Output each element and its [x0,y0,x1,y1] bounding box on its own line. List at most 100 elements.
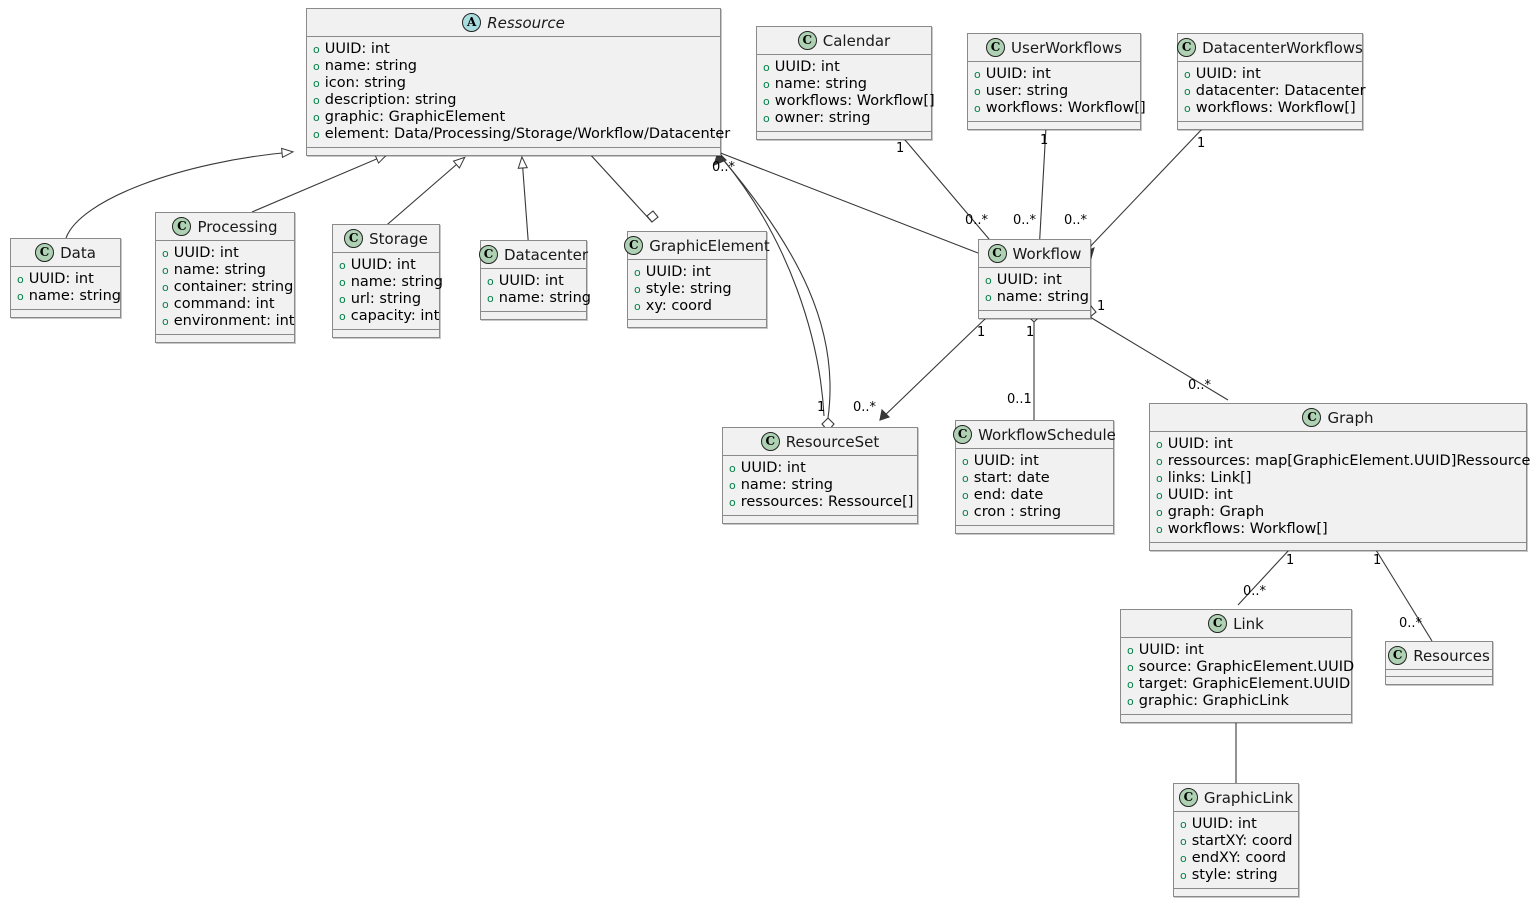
multiplicity-label-calendar: 1 [896,141,905,156]
multiplicity-label-ressource-right: 0..* [712,160,736,175]
visibility-public-icon: o [17,290,24,303]
abstract-class-icon: A [462,13,482,32]
visibility-public-icon: o [1156,438,1163,451]
visibility-public-icon: o [339,293,346,306]
visibility-public-icon: o [729,462,736,475]
class-icon: C [1177,38,1197,57]
multiplicity-label-workflow-bottom-mid: 1 [1026,325,1035,340]
visibility-public-icon: o [974,102,981,115]
class-name-ressource: Ressource [487,13,565,32]
class-box-resources[interactable]: C Resources [1385,641,1493,685]
class-header-datacenterworkflows: C DatacenterWorkflows [1177,34,1363,62]
visibility-public-icon: o [985,291,992,304]
class-name-workflow: Workflow [1012,244,1082,263]
visibility-public-icon: o [1180,852,1187,865]
multiplicity-label-workflow-bottom-left: 1 [977,325,986,340]
class-header-datacenter: C Datacenter [478,241,589,269]
class-icon: C [478,245,498,264]
class-header-graphicelement: C GraphicElement [624,232,770,260]
visibility-public-icon: o [487,275,494,288]
class-methods-processing [156,335,294,342]
visibility-public-icon: o [313,60,320,73]
visibility-public-icon: o [1180,869,1187,882]
multiplicity-label-resources-many: 0..* [1399,616,1423,631]
class-methods-workflow [979,311,1090,318]
visibility-public-icon: o [1156,489,1163,502]
visibility-public-icon: o [162,264,169,277]
class-name-datacenterworkflows: DatacenterWorkflows [1202,38,1363,57]
multiplicity-label-workflow-top-right: 0..* [1064,213,1088,228]
diamond-ressource-graphicelement [646,210,659,223]
visibility-public-icon: o [1184,102,1191,115]
multiplicity-label-datacenterworkflows: 1 [1197,136,1206,151]
class-methods-data [11,310,120,317]
multiplicity-label-link-many: 0..* [1243,584,1267,599]
multiplicity-label-workflow-top-mid: 0..* [1013,213,1037,228]
visibility-public-icon: o [313,128,320,141]
class-header-processing: C Processing [156,213,294,241]
class-methods-ressource [307,148,720,155]
visibility-public-icon: o [974,85,981,98]
edge-datacenterworkflows-workflow [1084,127,1204,253]
class-header-calendar: C Calendar [757,27,931,55]
visibility-public-icon: o [162,315,169,328]
visibility-public-icon: o [1156,455,1163,468]
visibility-public-icon: o [313,111,320,124]
multiplicity-label-graph-link-one: 1 [1286,553,1295,568]
class-icon: C [987,244,1007,263]
class-name-graphiclink: GraphicLink [1203,788,1294,807]
class-methods-datacenterworkflows [1178,122,1362,129]
class-name-calendar: Calendar [822,31,891,50]
multiplicity-label-graph-many: 0..* [1188,378,1212,393]
class-header-data: C Data [11,239,120,267]
edge-workflow-resourceset [879,317,987,421]
visibility-public-icon: o [313,77,320,90]
multiplicity-label-workflow-bottom-right: 1 [1097,299,1106,314]
class-icon: C [760,432,780,451]
visibility-public-icon: o [1156,506,1163,519]
class-name-workflowschedule: WorkflowSchedule [978,425,1116,444]
multiplicity-label-resourceset-one: 1 [817,400,826,415]
visibility-public-icon: o [162,281,169,294]
class-icon: C [1302,408,1322,427]
class-name-datacenter: Datacenter [503,245,589,264]
class-icon: C [953,425,973,444]
class-methods-graph [1150,543,1526,550]
